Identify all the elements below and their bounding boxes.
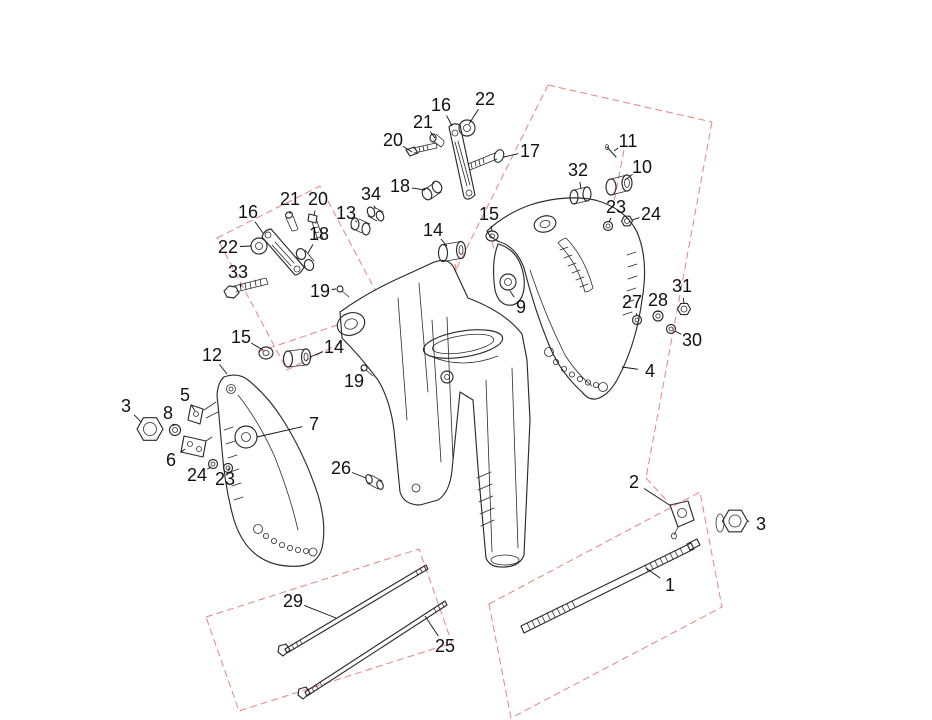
part-number-callout: 9 — [516, 297, 526, 317]
callout-leader-line — [503, 153, 519, 158]
callout-leader-line — [621, 366, 639, 370]
callout-leader-line — [613, 147, 619, 152]
callout-leader-line — [360, 368, 364, 372]
part-number-callout: 11 — [619, 131, 638, 151]
part-number-callout: 13 — [336, 203, 356, 223]
callout-leader-line — [304, 604, 337, 619]
part-number-callout: 2 — [629, 472, 639, 492]
part-number-callout: 8 — [163, 403, 173, 423]
callout-leader-line — [429, 131, 436, 139]
callout-leader-line — [624, 173, 633, 181]
part-number-callout: 12 — [202, 345, 222, 365]
part-number-callout: 24 — [641, 204, 661, 224]
part-number-callout: 15 — [479, 204, 499, 224]
callout-leader-line — [239, 283, 242, 288]
pin-drawing — [365, 474, 384, 490]
part-number-callout: 3 — [756, 514, 766, 534]
callout-leader-line — [402, 146, 413, 153]
callout-leader-line — [172, 423, 175, 427]
part-number-callout: 16 — [431, 95, 451, 115]
callout-leader-line — [256, 426, 303, 438]
callout-leader-line — [254, 221, 264, 234]
callout-leader-line — [579, 181, 582, 190]
clamp-rod-25-drawing — [297, 600, 448, 700]
callout-leader-line — [468, 108, 479, 125]
part-number-callout: 26 — [331, 458, 351, 478]
callout-leader-line — [509, 290, 515, 298]
part-number-callout: 5 — [180, 385, 190, 405]
callout-leader-line — [313, 210, 316, 216]
callout-leader-line — [227, 467, 230, 472]
clamp-rod-29-drawing — [277, 564, 429, 657]
callout-leader-line — [424, 615, 439, 637]
upper-link-assembly-drawing — [405, 119, 505, 201]
part-number-callout: 32 — [568, 160, 588, 180]
part-number-callout: 28 — [648, 290, 668, 310]
assembly-guide-lines — [205, 84, 723, 719]
part-number-callout: 31 — [672, 276, 692, 296]
callout-leader-line — [219, 364, 228, 375]
part-number-callout: 4 — [645, 361, 655, 381]
callout-leader-line — [490, 225, 493, 232]
anchor-plate-and-nut-drawing — [669, 500, 749, 540]
part-number-callout: 6 — [166, 450, 176, 470]
part-number-callout: 19 — [310, 281, 330, 301]
callout-leader-line — [251, 342, 264, 351]
callout-leader-line — [608, 217, 612, 223]
callout-leader-line — [355, 220, 358, 223]
part-number-callout: 7 — [309, 414, 319, 434]
swivel-bracket-drawing — [336, 259, 531, 568]
callout-leader-line — [191, 404, 196, 412]
part-number-callout: 29 — [283, 591, 303, 611]
part-number-callout: 18 — [390, 176, 410, 196]
part-number-callout: 33 — [228, 262, 248, 282]
callout-leader-line — [635, 313, 638, 316]
callout-leader-line — [411, 187, 426, 191]
part-number-callout: 17 — [520, 141, 540, 161]
callout-leader-line — [446, 115, 453, 127]
middle-bushings-drawing — [258, 206, 517, 377]
callout-leader-line — [373, 205, 376, 210]
callout-leader-line — [674, 330, 682, 335]
callout-leader-line — [631, 217, 640, 221]
callout-leader-line — [180, 448, 186, 453]
part-number-callout: 16 — [238, 202, 258, 222]
left-link-assembly-drawing — [223, 211, 324, 299]
callout-leader-line — [133, 414, 142, 423]
callout-leader-line — [682, 297, 685, 304]
part-number-callout: 3 — [121, 396, 131, 416]
callout-leader-line — [309, 351, 324, 358]
part-number-callout: 14 — [324, 337, 344, 357]
part-number-callout: 23 — [606, 197, 626, 217]
part-number-callout: 20 — [383, 130, 403, 150]
part-number-callout: 1 — [665, 575, 675, 595]
part-number-callout: 22 — [218, 237, 238, 257]
part-number-callout: 14 — [423, 220, 443, 240]
part-number-callout: 15 — [231, 327, 251, 347]
part-number-callout: 19 — [344, 371, 364, 391]
callout-leader-line — [307, 244, 314, 254]
callout-leader-line — [331, 288, 337, 290]
part-number-callout: 27 — [622, 292, 642, 312]
part-number-callout: 34 — [361, 184, 381, 204]
part-number-callout: 25 — [435, 636, 455, 656]
part-number-callout: 21 — [280, 189, 300, 209]
part-number-callout: 10 — [632, 157, 652, 177]
part-number-callout: 20 — [308, 189, 328, 209]
part-number-callout: 24 — [187, 465, 207, 485]
callout-leader-line — [239, 245, 252, 247]
part-number-callout: 22 — [475, 89, 495, 109]
part-number-callout: 21 — [413, 112, 433, 132]
part-number-callout: 18 — [309, 224, 329, 244]
callout-leader-line — [643, 488, 672, 507]
part-number-callout: 30 — [682, 330, 702, 350]
part-number-callout: 23 — [215, 469, 235, 489]
callout-leader-line — [351, 472, 367, 479]
callout-leader-line — [207, 466, 212, 470]
callout-leader-line — [645, 567, 661, 579]
left-clamp-hardware-drawing — [136, 404, 234, 474]
callout-leader-line — [440, 238, 448, 247]
